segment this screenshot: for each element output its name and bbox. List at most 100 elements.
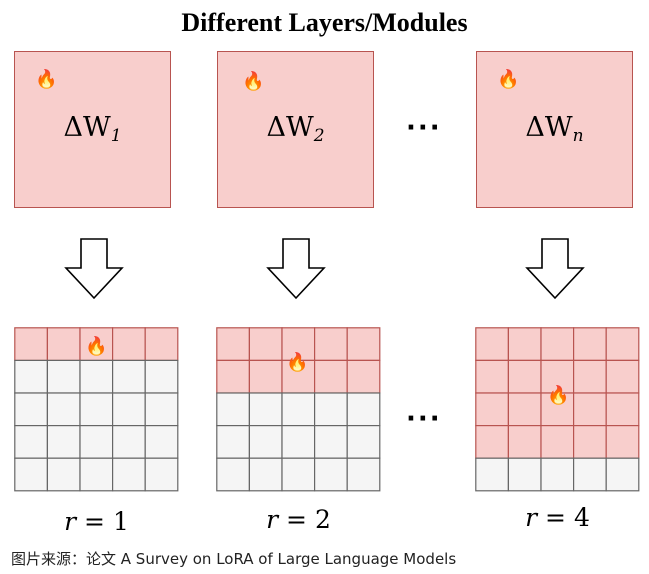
delta-subscript: n — [572, 126, 584, 146]
frozen-cell — [144, 392, 179, 427]
frozen-cell — [14, 392, 48, 427]
frozen-cell — [248, 424, 283, 459]
diagram-title: Different Layers/Modules — [181, 8, 468, 37]
frozen-cell — [144, 359, 179, 394]
trainable-cell — [475, 327, 509, 361]
fire-icon: 🔥 — [286, 352, 309, 372]
delta-subscript: 2 — [313, 126, 325, 146]
frozen-cell — [216, 392, 250, 427]
trainable-cell — [313, 327, 348, 361]
fire-icon: 🔥 — [85, 336, 108, 356]
frozen-cell — [540, 457, 575, 492]
delta-w-label-2: ΔW2 — [218, 112, 373, 146]
frozen-cell — [281, 392, 316, 427]
frozen-cell — [346, 392, 381, 427]
frozen-cell — [281, 424, 316, 459]
trainable-cell — [572, 327, 607, 361]
frozen-cell — [216, 424, 250, 459]
rank-grid-2 — [216, 327, 381, 492]
rank-label-2: r = 2 — [216, 505, 381, 534]
frozen-cell — [144, 457, 179, 492]
delta-w-box-2: 🔥 ΔW2 — [217, 51, 374, 208]
frozen-cell — [79, 392, 114, 427]
frozen-cell — [111, 424, 146, 459]
trainable-cell — [346, 327, 381, 361]
frozen-cell — [46, 359, 81, 394]
rank-value: 2 — [314, 505, 331, 534]
delta-w-box-1: 🔥 ΔW1 — [14, 51, 171, 208]
rank-eq: = — [286, 505, 307, 534]
frozen-cell — [79, 359, 114, 394]
frozen-cell — [475, 457, 509, 492]
rank-var: r — [525, 503, 538, 532]
trainable-cell — [313, 359, 348, 394]
fire-icon: 🔥 — [242, 71, 265, 91]
delta-subscript: 1 — [110, 126, 122, 146]
trainable-cell — [507, 424, 542, 459]
delta-symbol: ΔW — [63, 112, 111, 143]
trainable-cell — [605, 359, 640, 394]
trainable-cell — [248, 359, 283, 394]
rank-var: r — [64, 507, 77, 536]
down-arrow-icon — [525, 238, 585, 300]
trainable-cell — [507, 359, 542, 394]
frozen-cell — [313, 457, 348, 492]
frozen-cell — [313, 392, 348, 427]
fire-icon: 🔥 — [35, 69, 58, 89]
trainable-cell — [475, 359, 509, 394]
down-arrow-icon — [64, 238, 124, 300]
trainable-cell — [572, 359, 607, 394]
frozen-cell — [346, 424, 381, 459]
delta-w-box-n: 🔥 ΔWn — [476, 51, 633, 208]
trainable-cell — [540, 359, 575, 394]
trainable-cell — [216, 327, 250, 361]
image-caption: 图片来源：论文 A Survey on LoRA of Large Langua… — [11, 550, 457, 568]
frozen-cell — [281, 457, 316, 492]
frozen-cell — [144, 424, 179, 459]
ellipsis-bottom: ··· — [406, 404, 442, 434]
frozen-cell — [46, 392, 81, 427]
rank-grid-4 — [475, 327, 640, 492]
frozen-cell — [46, 457, 81, 492]
trainable-cell — [14, 327, 48, 361]
trainable-cell — [111, 327, 146, 361]
trainable-cell — [144, 327, 179, 361]
trainable-cell — [540, 327, 575, 361]
down-arrow-icon — [266, 238, 326, 300]
trainable-cell — [46, 327, 81, 361]
frozen-cell — [14, 424, 48, 459]
trainable-cell — [346, 359, 381, 394]
frozen-cell — [14, 457, 48, 492]
frozen-cell — [572, 457, 607, 492]
rank-value: 4 — [573, 503, 590, 532]
delta-symbol: ΔW — [266, 112, 314, 143]
frozen-cell — [248, 457, 283, 492]
frozen-cell — [46, 424, 81, 459]
trainable-cell — [216, 359, 250, 394]
rank-value: 1 — [112, 507, 129, 536]
trainable-cell — [475, 392, 509, 427]
frozen-cell — [111, 392, 146, 427]
frozen-cell — [605, 457, 640, 492]
trainable-cell — [605, 424, 640, 459]
delta-w-label-1: ΔW1 — [15, 112, 170, 146]
trainable-cell — [572, 424, 607, 459]
fire-icon: 🔥 — [497, 69, 520, 89]
frozen-cell — [79, 457, 114, 492]
ellipsis-top: ··· — [406, 113, 442, 143]
frozen-cell — [313, 424, 348, 459]
trainable-cell — [507, 392, 542, 427]
trainable-cell — [605, 327, 640, 361]
trainable-cell — [475, 424, 509, 459]
frozen-cell — [111, 359, 146, 394]
rank-label-1: r = 1 — [14, 507, 179, 536]
delta-symbol: ΔW — [525, 112, 573, 143]
frozen-cell — [248, 392, 283, 427]
fire-icon: 🔥 — [547, 385, 570, 405]
frozen-cell — [216, 457, 250, 492]
frozen-cell — [79, 424, 114, 459]
rank-label-4: r = 4 — [475, 503, 640, 532]
frozen-cell — [346, 457, 381, 492]
frozen-cell — [111, 457, 146, 492]
frozen-cell — [507, 457, 542, 492]
